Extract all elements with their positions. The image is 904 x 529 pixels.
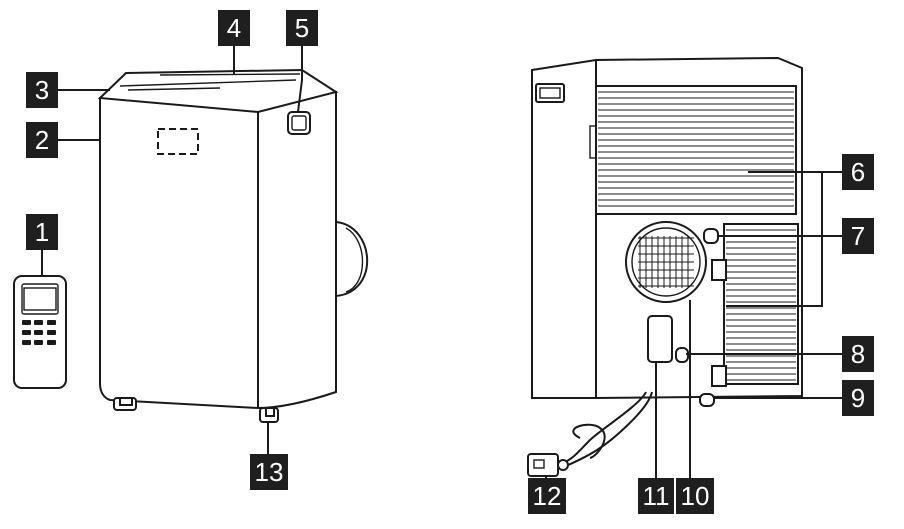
front-view-unit (97, 68, 369, 423)
callout-9: 9 (842, 380, 874, 416)
remote-control (13, 275, 67, 389)
callout-7: 7 (842, 218, 874, 254)
back-view-unit (527, 56, 803, 477)
callout-12: 12 (528, 478, 566, 514)
callout-5: 5 (286, 10, 318, 46)
callout-13: 13 (250, 454, 288, 490)
upper-air-filter-grille (598, 91, 794, 207)
callout-8: 8 (842, 336, 874, 372)
callout-4: 4 (218, 10, 250, 46)
callout-11: 11 (638, 478, 674, 514)
callout-6: 6 (842, 154, 874, 190)
lower-air-filter-grille (726, 229, 796, 381)
exhaust-outlet-grille (638, 236, 694, 288)
callout-1: 1 (26, 214, 58, 250)
leader-lines (41, 44, 842, 488)
callout-3: 3 (26, 72, 58, 108)
callout-10: 10 (676, 478, 714, 514)
callout-2: 2 (26, 122, 58, 158)
